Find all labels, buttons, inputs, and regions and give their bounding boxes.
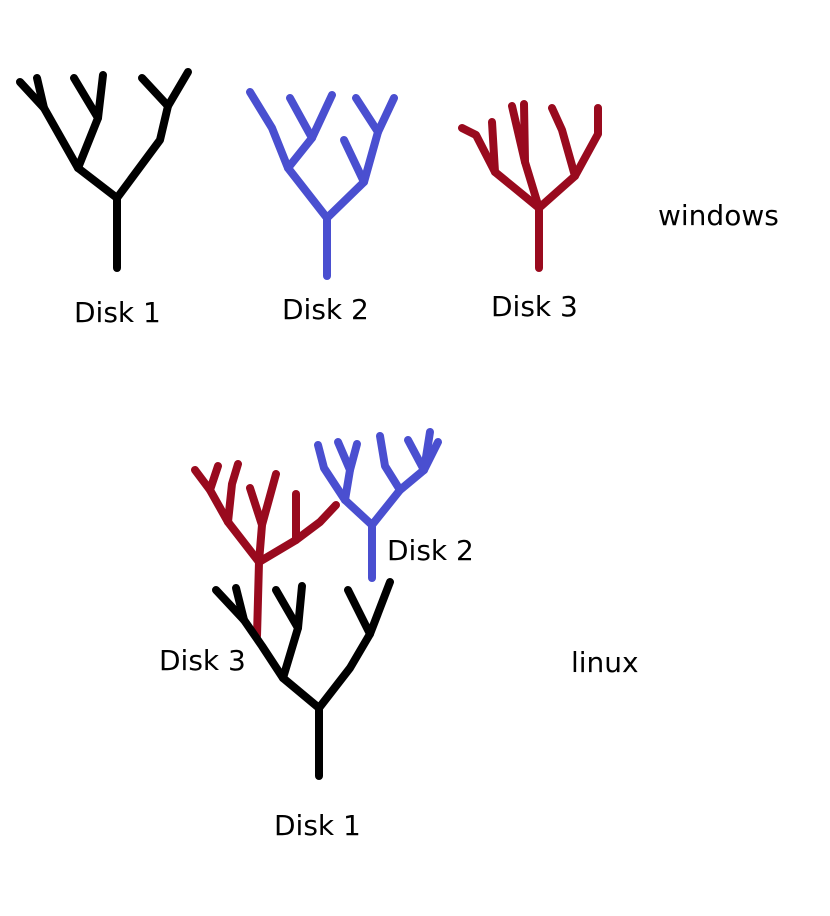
linux-disk3-label: Disk 3 [159,644,246,677]
windows-disk3-label: Disk 3 [491,290,578,323]
windows-disk1-label: Disk 1 [74,296,161,329]
linux-disk2-label: Disk 2 [387,534,474,567]
windows-os-label: windows [658,199,779,232]
linux-disk1-label: Disk 1 [274,809,361,842]
linux-disk2-tree [314,428,442,582]
linux-disk1-tree [212,578,394,780]
windows-disk3-tree [458,100,602,272]
windows-disk2-tree [246,88,398,280]
windows-disk1-tree [16,68,192,272]
linux-os-label: linux [571,646,639,679]
linux-disk3-tree [191,460,340,640]
windows-disk2-label: Disk 2 [282,293,369,326]
